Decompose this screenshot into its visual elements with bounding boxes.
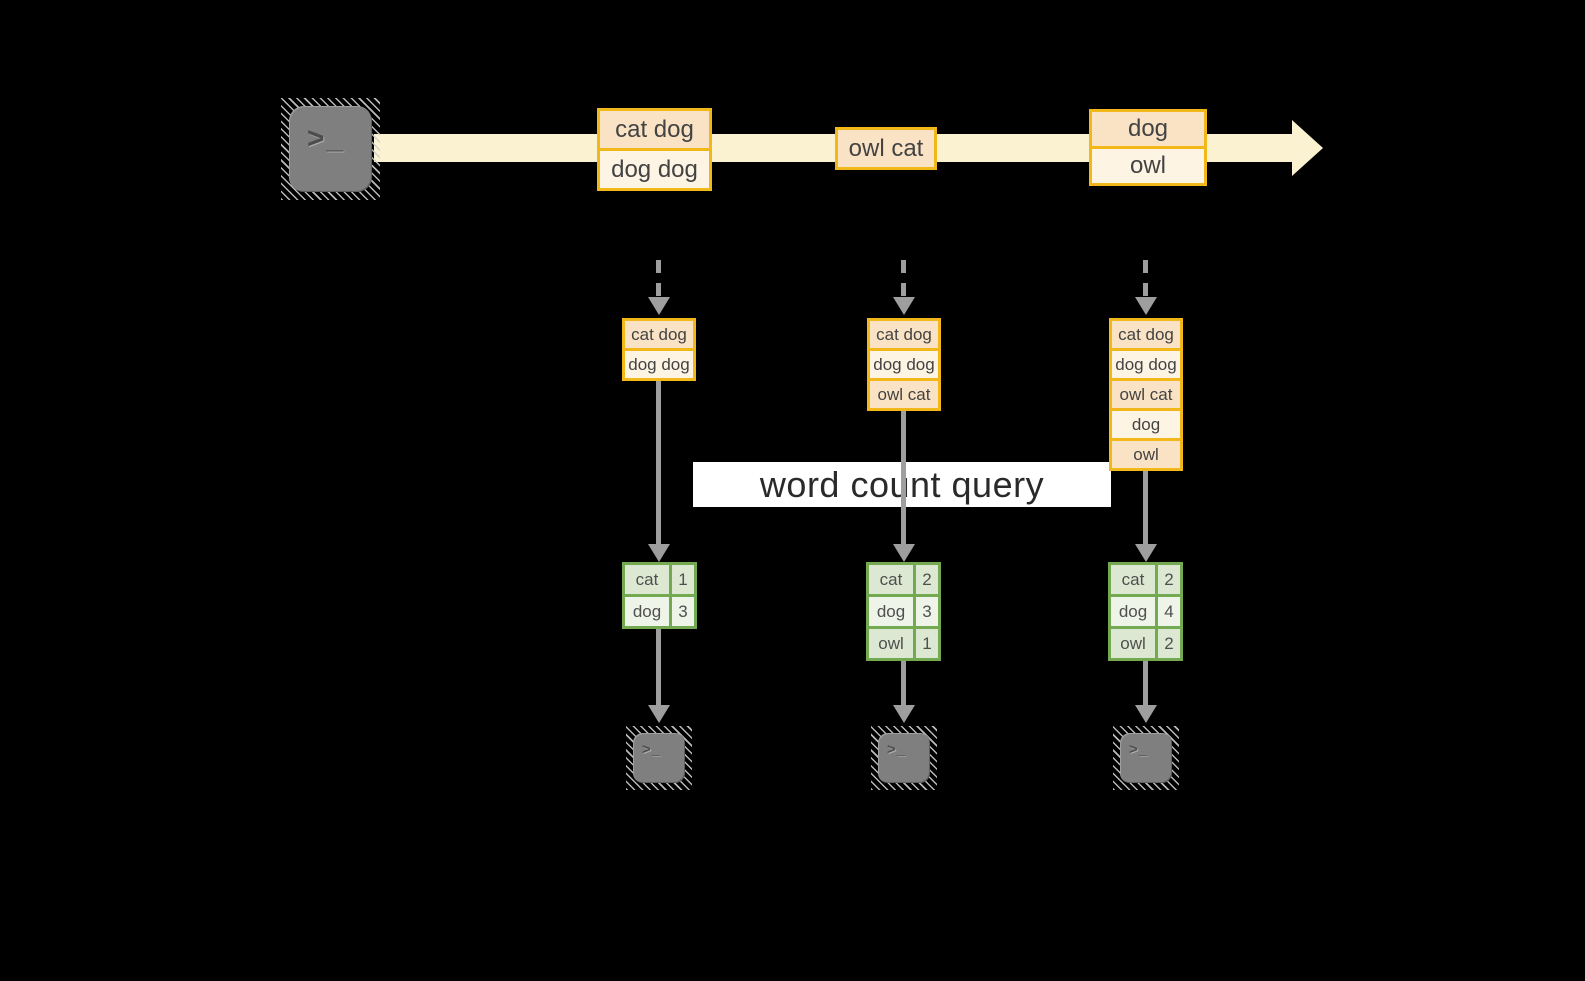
word-cell: cat: [1111, 565, 1155, 594]
word-cell: owl: [1111, 629, 1155, 658]
arrowhead-down-icon: [893, 297, 915, 315]
stream-record-box: dog owl: [1089, 109, 1207, 186]
count-cell: 2: [916, 565, 938, 594]
buffer-stack: cat dog dog dog: [622, 318, 696, 381]
dashed-connector: [656, 260, 661, 297]
count-cell: 3: [916, 597, 938, 626]
terminal-icon-body: >_: [1120, 733, 1172, 783]
record: owl cat: [838, 130, 934, 167]
record: cat dog: [600, 111, 709, 148]
terminal-icon: >_: [281, 98, 380, 200]
terminal-prompt-icon: >_: [642, 741, 662, 758]
connector-line: [656, 629, 661, 706]
connector-line: [656, 381, 661, 545]
count-cell: 1: [672, 565, 694, 594]
record: cat dog: [625, 321, 693, 348]
count-table: cat 2 dog 3 owl 1: [866, 562, 941, 661]
dashed-connector: [1143, 260, 1148, 297]
stream-arrowhead-icon: [1292, 120, 1323, 176]
count-cell: 2: [1158, 629, 1180, 658]
stream-record-box: owl cat: [835, 127, 937, 170]
record: owl: [1112, 441, 1180, 468]
record: dog dog: [870, 351, 938, 378]
arrowhead-down-icon: [893, 705, 915, 723]
word-cell: cat: [869, 565, 913, 594]
count-cell: 2: [1158, 565, 1180, 594]
record: cat dog: [1112, 321, 1180, 348]
record: dog dog: [1112, 351, 1180, 378]
record: cat dog: [870, 321, 938, 348]
count-cell: 1: [916, 629, 938, 658]
terminal-prompt-icon: >_: [1129, 741, 1149, 758]
record: dog: [1092, 112, 1204, 146]
stream-record-box: cat dog dog dog: [597, 108, 712, 191]
word-cell: cat: [625, 565, 669, 594]
arrowhead-down-icon: [648, 297, 670, 315]
terminal-icon: >_: [1113, 726, 1179, 790]
record: owl: [1092, 149, 1204, 183]
arrowhead-down-icon: [893, 544, 915, 562]
count-cell: 4: [1158, 597, 1180, 626]
terminal-prompt-icon: >_: [307, 122, 346, 155]
terminal-icon: >_: [626, 726, 692, 790]
count-table: cat 2 dog 4 owl 2: [1108, 562, 1183, 661]
terminal-icon-body: >_: [289, 106, 372, 192]
connector-line: [901, 411, 906, 545]
connector-line: [1143, 471, 1148, 545]
word-cell: owl: [869, 629, 913, 658]
buffer-stack: cat dog dog dog owl cat dog owl: [1109, 318, 1183, 471]
record: owl cat: [1112, 381, 1180, 408]
dashed-connector: [901, 260, 906, 297]
terminal-icon-body: >_: [633, 733, 685, 783]
arrowhead-down-icon: [648, 705, 670, 723]
terminal-icon: >_: [871, 726, 937, 790]
arrowhead-down-icon: [648, 544, 670, 562]
connector-line: [1143, 661, 1148, 706]
connector-line: [901, 661, 906, 706]
word-cell: dog: [625, 597, 669, 626]
record: dog dog: [600, 151, 709, 188]
record: dog: [1112, 411, 1180, 438]
terminal-icon-body: >_: [878, 733, 930, 783]
buffer-stack: cat dog dog dog owl cat: [867, 318, 941, 411]
word-cell: dog: [869, 597, 913, 626]
arrowhead-down-icon: [1135, 544, 1157, 562]
terminal-prompt-icon: >_: [887, 741, 907, 758]
arrowhead-down-icon: [1135, 705, 1157, 723]
arrowhead-down-icon: [1135, 297, 1157, 315]
record: owl cat: [870, 381, 938, 408]
word-cell: dog: [1111, 597, 1155, 626]
count-cell: 3: [672, 597, 694, 626]
record: dog dog: [625, 351, 693, 378]
count-table: cat 1 dog 3: [622, 562, 697, 629]
